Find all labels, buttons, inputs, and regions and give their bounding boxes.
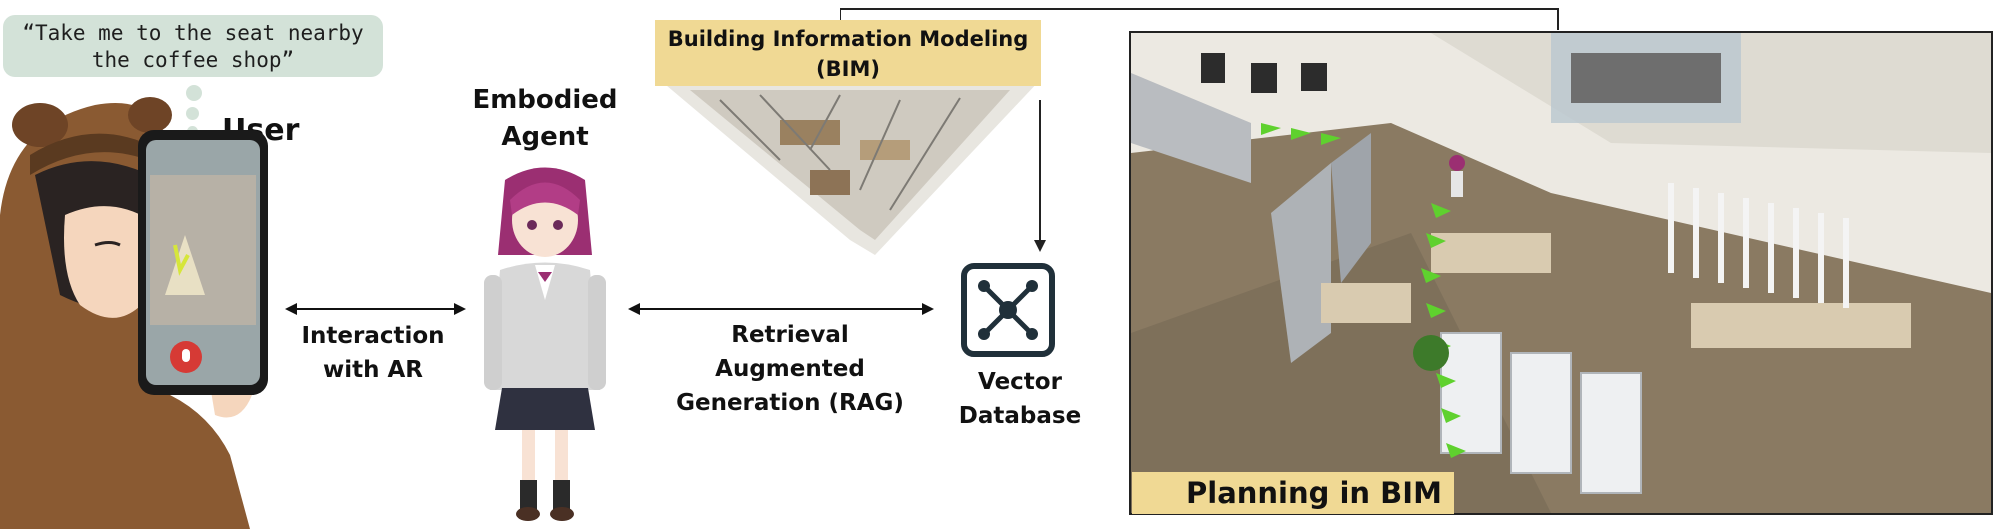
bim-model-illustration bbox=[660, 80, 1040, 255]
planning-label: Planning in BIM bbox=[1132, 472, 1454, 514]
vector-database-icon bbox=[961, 263, 1055, 357]
interaction-label: Interaction with AR bbox=[301, 323, 445, 383]
thought-dot-2 bbox=[186, 107, 199, 120]
agent-title: Embodied Agent bbox=[472, 85, 618, 152]
speech-bubble: “Take me to the seat nearby the coffee s… bbox=[3, 15, 383, 77]
bim-banner-text: Building Information Modeling (BIM) bbox=[667, 27, 1029, 81]
planning-scene-render bbox=[1131, 33, 1991, 513]
bim-banner: Building Information Modeling (BIM) bbox=[655, 20, 1041, 86]
bim-planning-scene bbox=[1129, 31, 1993, 515]
speech-text: “Take me to the seat nearby the coffee s… bbox=[22, 21, 364, 72]
rag-label: Retrieval Augmented Generation (RAG) bbox=[676, 322, 904, 416]
vector-database-label: Vector Database bbox=[958, 369, 1082, 429]
rag-arrow bbox=[628, 303, 934, 315]
thought-dot-1 bbox=[186, 85, 202, 101]
planning-label-text: Planning in BIM bbox=[1186, 476, 1442, 510]
interaction-arrow bbox=[285, 303, 466, 315]
user-illustration bbox=[0, 97, 268, 529]
connector-lines bbox=[840, 8, 1559, 252]
agent-illustration bbox=[484, 167, 606, 521]
